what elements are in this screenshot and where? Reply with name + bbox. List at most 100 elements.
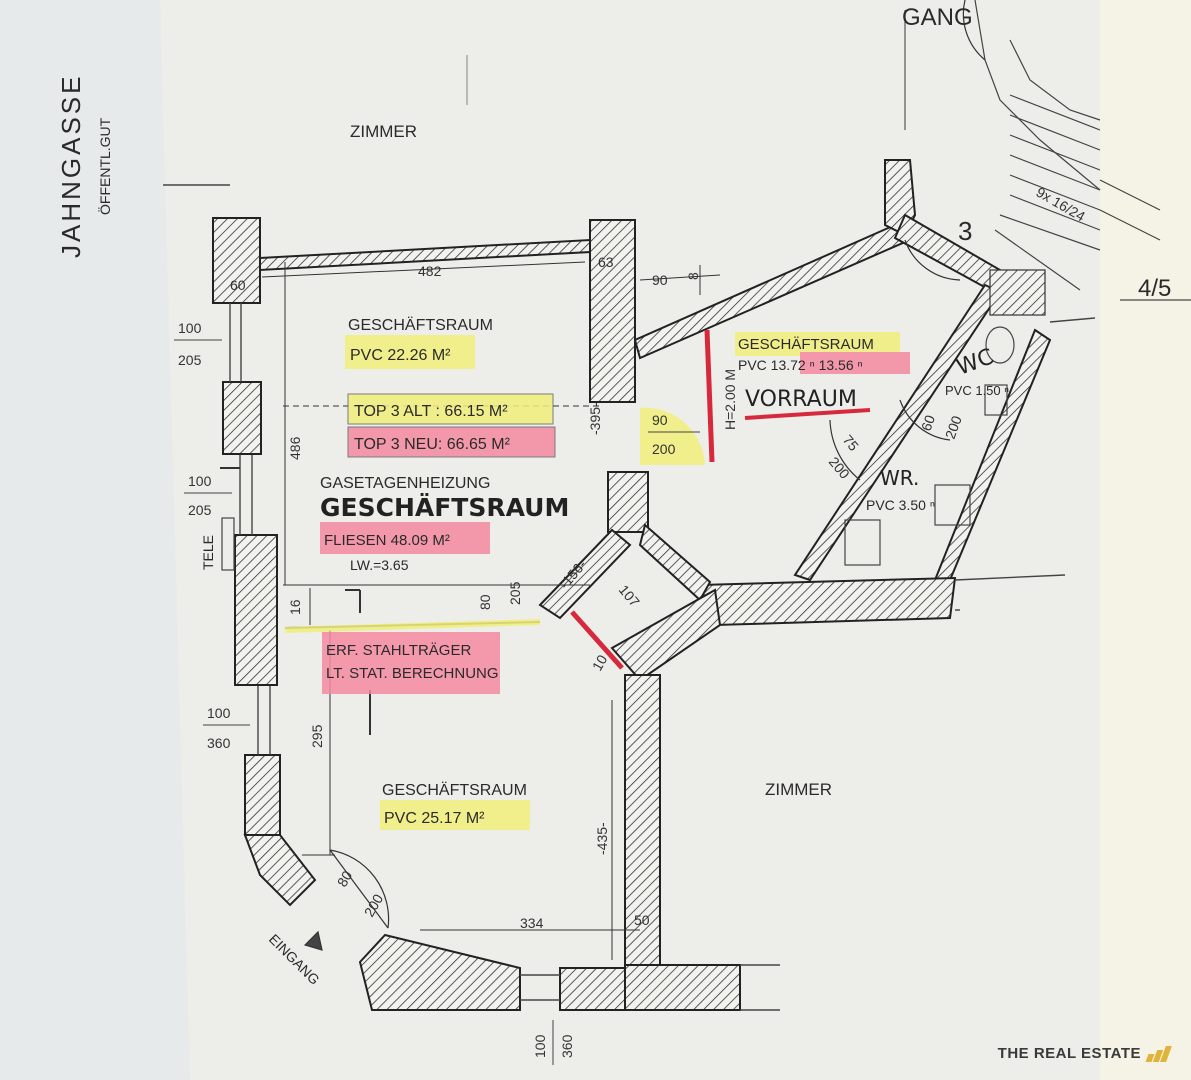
street-note: ÖFFENTL.GUT xyxy=(96,117,113,215)
red-door-marker xyxy=(570,610,624,670)
doors xyxy=(303,0,986,951)
paper-edge-shadow xyxy=(1100,0,1191,1080)
pink-highlight xyxy=(320,522,490,554)
fixtures xyxy=(221,326,1015,571)
heating-label: GASETAGENHEIZUNG xyxy=(320,475,490,492)
wall xyxy=(243,834,317,907)
tele-box xyxy=(221,517,235,571)
win1-top: 100 xyxy=(178,320,202,336)
wc-dim2: 200 xyxy=(942,413,965,441)
room3-floor: PVC 25.17 M² xyxy=(384,810,485,827)
toilet-icon xyxy=(985,326,1015,364)
staircase xyxy=(974,0,1191,316)
dim-50: 50 xyxy=(634,912,650,928)
stair-number: 3 xyxy=(958,216,972,246)
brand-logo: THE REAL ESTATE xyxy=(997,1045,1172,1062)
brand-name: THE REAL ESTATE xyxy=(997,1045,1141,1062)
wc-door-swing xyxy=(899,399,951,441)
dim-8: 8 xyxy=(685,272,701,280)
room4-renamed: VORRAUM xyxy=(745,387,857,412)
room4-name: GESCHÄFTSRAUM xyxy=(738,336,874,353)
dim-435: -435- xyxy=(594,822,610,855)
wall xyxy=(624,674,661,966)
steel-line2: LT. STAT. BERECHNUNG xyxy=(326,665,499,682)
wall xyxy=(589,219,636,403)
steel-line1: ERF. STAHLTRÄGER xyxy=(326,642,471,659)
door-swing xyxy=(829,419,861,481)
top3-alt: TOP 3 ALT : 66.15 M² xyxy=(354,403,508,420)
wr-name: WR. xyxy=(880,466,919,490)
tele-label: TELE xyxy=(200,535,216,570)
yellow-highlight xyxy=(347,393,554,425)
wall-line xyxy=(954,574,1066,581)
dimension-labels: 482 60 63 90 8 100 205 100 205 100 360 1… xyxy=(174,254,965,1065)
dim-334: 334 xyxy=(520,915,544,931)
dim-63: 63 xyxy=(598,254,614,270)
pink-highlight xyxy=(347,426,556,458)
room2-name: GESCHÄFTSRAUM xyxy=(320,492,569,522)
wall xyxy=(607,471,649,533)
wall-line xyxy=(1049,317,1096,323)
wall xyxy=(234,534,278,686)
dim-16: 16 xyxy=(287,599,303,615)
win1-bot: 205 xyxy=(178,352,202,368)
top3-neu: TOP 3 NEU: 66.65 M² xyxy=(354,436,511,453)
wall xyxy=(244,754,281,836)
wall xyxy=(624,964,741,1011)
wall xyxy=(222,381,262,455)
entrance-door-swing xyxy=(329,849,390,929)
dim-486: 486 xyxy=(287,436,303,460)
street-name: JAHNGASSE xyxy=(56,74,86,259)
dim-80: 80 xyxy=(477,594,493,610)
win4-top: 100 xyxy=(532,1034,548,1058)
dim-10: 10 xyxy=(589,652,611,674)
wall xyxy=(610,588,722,682)
cabinet-icon xyxy=(844,519,881,566)
door-highlight xyxy=(640,407,705,465)
walls xyxy=(212,159,1052,1011)
level-label: 4/5 xyxy=(1138,275,1171,302)
wall xyxy=(538,528,632,620)
dim-90: 90 xyxy=(652,272,668,288)
win4-bot: 360 xyxy=(559,1034,575,1058)
room1-floor: PVC 22.26 M² xyxy=(350,347,451,364)
win3-top: 100 xyxy=(207,705,231,721)
vorraum-underline xyxy=(744,408,871,420)
marker-highlights xyxy=(284,332,910,830)
win2-top: 100 xyxy=(188,473,212,489)
door-top: 90 xyxy=(652,412,668,428)
wc-floor: PVC 1.50 ⁿ xyxy=(945,383,1009,398)
win3-bot: 360 xyxy=(207,735,231,751)
pink-highlight xyxy=(800,352,910,374)
dim-60a: 60 xyxy=(230,277,246,293)
room-gang: GANG xyxy=(902,4,973,31)
wall xyxy=(698,576,957,627)
entrance-marker xyxy=(303,930,323,951)
top-door-swing xyxy=(962,0,986,61)
room2-lw: LW.=3.65 xyxy=(350,557,409,573)
dim-395: -395- xyxy=(587,402,603,435)
room1-name: GESCHÄFTSRAUM xyxy=(348,316,493,334)
steel-beam-highlight xyxy=(284,619,541,633)
room3-name: GESCHÄFTSRAUM xyxy=(382,781,527,799)
wall xyxy=(358,933,521,1011)
win2-bot: 205 xyxy=(188,502,212,518)
red-wall-marker xyxy=(704,329,715,463)
room-zimmer-top: ZIMMER xyxy=(350,122,417,141)
wc-dim1: 60 xyxy=(918,413,938,433)
yellow-highlight xyxy=(345,335,475,369)
gang-door-swing xyxy=(904,239,961,281)
dim-205: 205 xyxy=(507,581,523,605)
room4-floor: PVC 13.72 ⁿ 13.56 ⁿ xyxy=(738,357,863,373)
boiler-icon xyxy=(934,484,971,526)
door-bot: 200 xyxy=(652,441,676,457)
wr-floor: PVC 3.50 ⁿ xyxy=(866,497,935,513)
dim-295: 295 xyxy=(309,724,325,748)
yellow-highlight xyxy=(380,800,530,830)
room4-height: H=2.00 M xyxy=(722,369,738,430)
brand-mark-icon xyxy=(1145,1045,1172,1062)
dim-482: 482 xyxy=(418,263,442,279)
pink-highlight xyxy=(322,632,500,694)
sink-icon xyxy=(984,384,1008,416)
